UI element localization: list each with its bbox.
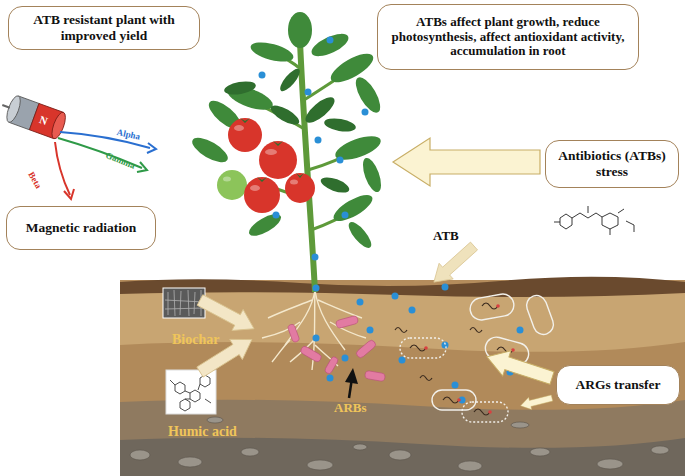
soil [120,277,685,476]
box-text: ATB resistant plant with improved yield [17,12,191,43]
illustration-label: Beta [26,170,43,190]
bacteria-capsules [400,292,556,422]
illustration-label: Gamma [104,150,136,171]
antibiotic-molecule [554,206,634,235]
stress-arrow [393,138,540,186]
resistant-bacteria [287,315,385,381]
illustration-label: Humic acid [168,424,237,440]
pointer-arrow [345,368,358,398]
rounded-box: ARGs transfer [556,365,680,405]
tomatoes [217,118,315,213]
antibiotic-particles [259,37,524,404]
illustration-label: Alpha [116,127,141,142]
roots [262,290,366,370]
illustration-label: Biochar [172,332,219,348]
magnet [0,92,68,141]
box-text: Antibiotics (ATBs) stress [554,148,670,179]
rounded-box: Magnetic radiation [6,206,156,250]
box-text: ATBs affect plant growth, reduce photosy… [386,15,630,60]
box-text-group: Antibiotics (ATBs) stress [554,148,670,179]
leaves [189,12,385,251]
illustration-label: ARBs [334,400,367,416]
input-arrows [194,238,556,412]
box-text: Magnetic radiation [26,220,137,236]
box-text-group: ATBs affect plant growth, reduce photosy… [386,15,630,60]
box-text-group: ARGs transfer [575,377,660,393]
rounded-box: ATB resistant plant with improved yield [8,6,200,50]
humic-acid-structure [166,370,216,414]
rounded-box: ATBs affect plant growth, reduce photosy… [377,4,639,70]
box-text: ARGs transfer [575,377,660,393]
illustration-label: ATB [433,228,459,244]
box-text-group: ATB resistant plant with improved yield [17,12,191,43]
radiation-rays [55,132,156,199]
box-text-group: Magnetic radiation [26,220,137,236]
rounded-box: Antibiotics (ATBs) stress [545,140,679,188]
illustration-label: N [38,113,50,127]
